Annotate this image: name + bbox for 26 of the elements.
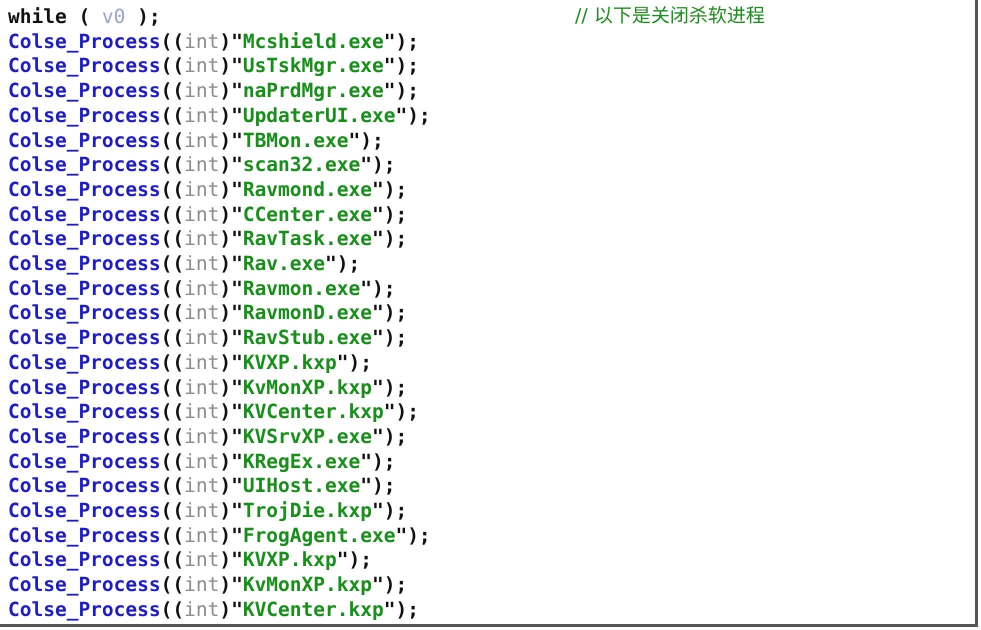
code-line: Colse_Process((int)"CCenter.exe"); xyxy=(8,202,408,227)
code-line: Colse_Process((int)"KVXP.kxp"); xyxy=(8,548,372,572)
code-line: Colse_Process((int)"KVSrvXP.exe"); xyxy=(8,424,408,449)
code-line: Colse_Process((int)"FrogAgent.exe"); xyxy=(8,524,431,548)
code-line: Colse_Process((int)"KVXP.kxp"); xyxy=(8,350,372,375)
code-line: Colse_Process((int)"scan32.exe"); xyxy=(8,153,396,178)
code-line: Colse_Process((int)"Ravmond.exe"); xyxy=(8,178,408,202)
code-line: Colse_Process((int)"Ravmon.exe"); xyxy=(8,276,396,301)
code-line: Colse_Process((int)"TrojDie.kxp"); xyxy=(8,499,408,523)
code-line: Colse_Process((int)"naPrdMgr.exe"); xyxy=(8,79,419,104)
code-line: Colse_Process((int)"RavStub.exe"); xyxy=(8,326,408,350)
code-line: Colse_Process((int)"RavmonD.exe"); xyxy=(8,301,408,326)
code-line: Colse_Process((int)"KVCenter.kxp"); xyxy=(8,400,419,424)
code-line: Colse_Process((int)"KvMonXP.kxp"); xyxy=(8,376,408,400)
code-line: Colse_Process((int)"KRegEx.exe"); xyxy=(8,450,396,474)
code-line: Colse_Process((int)"Mcshield.exe"); xyxy=(8,30,419,54)
code-line: Colse_Process((int)"TBMon.exe"); xyxy=(8,128,384,152)
code-line: Colse_Process((int)"UsTskMgr.exe"); xyxy=(8,54,419,78)
code-comment: // 以下是关闭杀软进程 xyxy=(575,4,765,28)
code-line: Colse_Process((int)"UIHost.exe"); xyxy=(8,474,396,498)
code-line: while ( v0 ); xyxy=(8,5,161,29)
code-line: Colse_Process((int)"RavTask.exe"); xyxy=(8,227,408,252)
code-line: Colse_Process((int)"KVCenter.kxp"); xyxy=(8,598,419,622)
code-line: Colse_Process((int)"Rav.exe"); xyxy=(8,252,360,276)
code-line: Colse_Process((int)"UpdaterUI.exe"); xyxy=(8,104,431,128)
code-line: Colse_Process((int)"KvMonXP.kxp"); xyxy=(8,573,408,598)
